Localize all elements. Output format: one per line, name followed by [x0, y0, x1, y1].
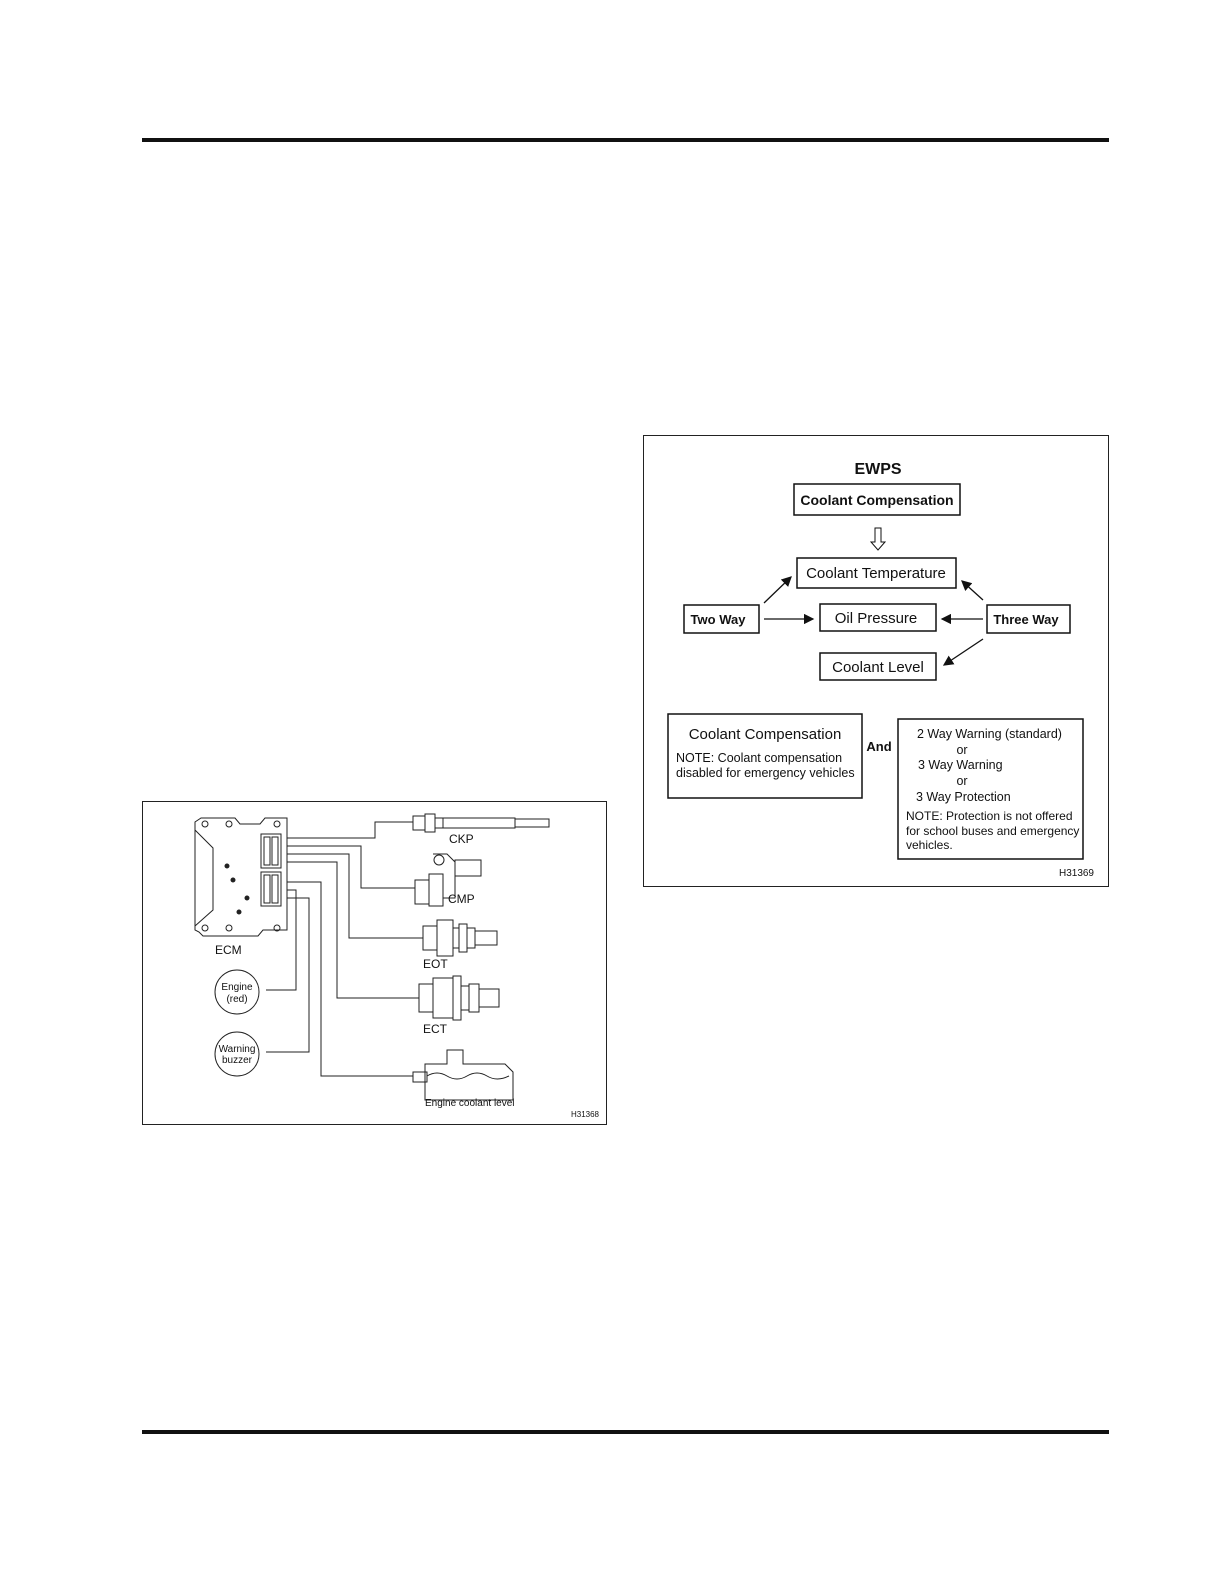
cmp-sensor [414, 853, 482, 907]
oil-pressure-box [819, 603, 937, 632]
down-hollow-arrow [869, 527, 887, 551]
lower-right-note-1: NOTE: Protection is not offered [906, 809, 1073, 823]
coolant-level-label: Coolant Level [832, 659, 924, 676]
three-way-box [986, 604, 1071, 634]
eot-sensor [422, 919, 498, 957]
two-way-label: Two Way [691, 612, 747, 627]
header-rule [142, 138, 1109, 142]
ecm-side-detail [194, 829, 214, 927]
coolant-level-label: Engine coolant level [425, 1098, 515, 1109]
lower-right-note-3: vehicles. [906, 838, 953, 852]
ecm-wiring-diagram: ECM CKP CMP EOT ECT Engine (red) Warning… [194, 813, 600, 1119]
footer-rule [142, 1430, 1109, 1434]
wire-coolant-level [287, 881, 413, 1077]
three-way-label: Three Way [993, 612, 1059, 627]
warning-buzzer [214, 1031, 260, 1077]
ecm-module [194, 817, 288, 937]
coolant-compensation-box [793, 483, 961, 516]
or-label-1: or [956, 743, 967, 757]
ecm-connector-lower [260, 871, 282, 907]
protection-option-3way: 3 Way Protection [916, 790, 1011, 804]
lower-left-note-2: disabled for emergency vehicles [676, 766, 855, 780]
warning-option-2way: 2 Way Warning (standard) [917, 727, 1062, 741]
ewps-diagram: EWPS Coolant Compensation Coolant Temper… [667, 461, 1094, 879]
buzzer-label-2: buzzer [222, 1055, 253, 1066]
engine-lamp-label-2: (red) [226, 994, 247, 1005]
wire-ckp [287, 821, 413, 839]
coolant-temperature-label: Coolant Temperature [806, 565, 946, 582]
coolant-level-sensor [412, 1049, 514, 1101]
two-way-box [683, 604, 760, 634]
engine-lamp [214, 969, 260, 1015]
wire-buzzer [266, 897, 310, 1053]
figure-id-left: H31368 [571, 1110, 600, 1119]
wire-ect [287, 861, 419, 999]
cmp-label: CMP [448, 892, 475, 906]
and-label: And [866, 739, 891, 754]
lower-right-note-2: for school buses and emergency [906, 824, 1079, 838]
ecm-label: ECM [215, 943, 242, 957]
wire-cmp [287, 845, 415, 889]
lower-right-box [897, 718, 1084, 860]
or-label-2: or [956, 774, 967, 788]
wire-engine-lamp [266, 889, 297, 991]
ect-sensor [418, 975, 500, 1021]
arrow-three-way-to-temp [961, 580, 984, 601]
oil-pressure-label: Oil Pressure [835, 610, 918, 627]
warning-option-3way: 3 Way Warning [918, 758, 1003, 772]
eot-label: EOT [423, 957, 448, 971]
ckp-sensor [412, 813, 550, 833]
wire-eot [287, 853, 423, 939]
arrow-three-way-to-level [942, 638, 984, 666]
buzzer-label-1: Warning [219, 1044, 256, 1055]
lower-left-title: Coolant Compensation [689, 726, 842, 743]
lower-left-box [667, 713, 863, 799]
ecm-connector-upper [260, 833, 282, 869]
ect-label: ECT [423, 1022, 448, 1036]
coolant-compensation-header: Coolant Compensation [800, 492, 953, 508]
ecm-wiring-figure: ECM CKP CMP EOT ECT Engine (red) Warning… [142, 801, 607, 1125]
engine-lamp-label-1: Engine [221, 982, 253, 993]
lower-left-note-1: NOTE: Coolant compensation [676, 751, 842, 765]
ckp-label: CKP [449, 832, 474, 846]
coolant-level-box [819, 652, 937, 681]
coolant-temperature-box [796, 557, 957, 589]
ewps-figure: EWPS Coolant Compensation Coolant Temper… [643, 435, 1109, 887]
arrow-two-way-to-temp [763, 576, 792, 604]
ewps-title: EWPS [854, 461, 901, 478]
figure-id-right: H31369 [1059, 868, 1094, 879]
